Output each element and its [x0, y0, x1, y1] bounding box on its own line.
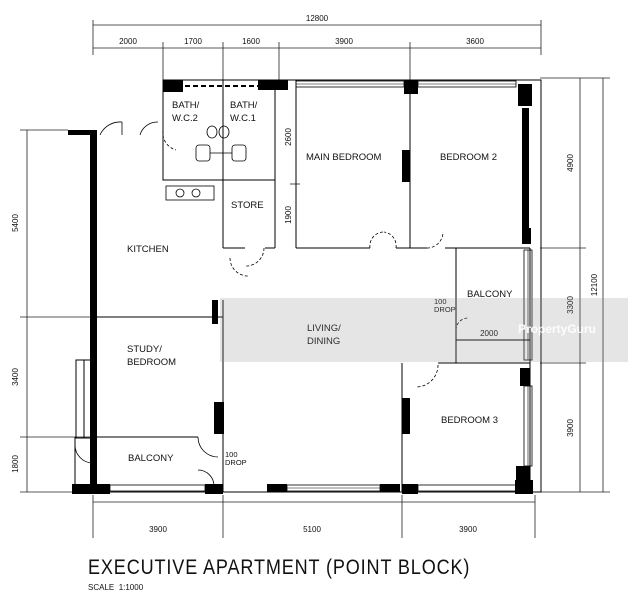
room-balcony-bottom: BALCONY [128, 453, 174, 464]
windows [109, 80, 533, 492]
watermark-band [220, 298, 628, 362]
dim-overall-width: 12800 [306, 14, 329, 23]
dim-top-3: 1600 [242, 37, 260, 46]
drop-bottom-line2: DROP [225, 458, 247, 467]
room-store: STORE [231, 200, 264, 211]
room-bath1-line1: BATH/ [230, 100, 258, 111]
plan-title: EXECUTIVE APARTMENT (POINT BLOCK) [88, 556, 471, 579]
structural-walls [68, 80, 533, 494]
interior-partitions [74, 79, 542, 493]
dim-inner-3: 2000 [480, 329, 498, 338]
dimension-labels: 12800 2000 1700 1600 3900 3600 3900 5100… [11, 14, 599, 534]
dim-top-2: 1700 [184, 37, 202, 46]
dim-inner-2: 1900 [284, 206, 293, 224]
drop-bottom-line1: 100 [225, 450, 238, 459]
room-main-bedroom: MAIN BEDROOM [306, 152, 382, 163]
drop-right-line2: DROP [434, 305, 456, 314]
dim-right-1: 4900 [566, 154, 575, 172]
dim-bottom-3: 3900 [459, 525, 477, 534]
dim-right-3: 3900 [566, 419, 575, 437]
room-bedroom-3: BEDROOM 3 [441, 415, 498, 426]
dim-overall-height: 12100 [590, 273, 599, 296]
doors [74, 121, 469, 487]
room-bath1-line2: W.C.1 [230, 113, 256, 124]
room-labels: BATH/ W.C.2 BATH/ W.C.1 MAIN BEDROOM BED… [127, 100, 513, 467]
room-study-line2: BEDROOM [127, 357, 176, 368]
room-bath2-line2: W.C.2 [172, 113, 198, 124]
room-kitchen: KITCHEN [127, 244, 169, 255]
dim-right-2: 3300 [566, 296, 575, 314]
dim-bottom-1: 3900 [149, 525, 167, 534]
watermark: PropertyGuru [518, 322, 597, 336]
scale-value: 1:1000 [118, 583, 144, 592]
dim-top-4: 3900 [335, 37, 353, 46]
dim-left-3: 1800 [11, 455, 20, 473]
scale-label: SCALE 1:1000 [88, 583, 143, 592]
room-living-line1: LIVING/ [307, 323, 341, 334]
dim-left-1: 5400 [11, 214, 20, 232]
scale-prefix: SCALE [88, 583, 115, 592]
dim-top-5: 3600 [466, 37, 484, 46]
dim-bottom-2: 5100 [303, 525, 321, 534]
room-bath2-line1: BATH/ [172, 100, 200, 111]
room-study-line1: STUDY/ [127, 344, 162, 355]
room-living-line2: DINING [307, 336, 340, 347]
dim-top-1: 2000 [119, 37, 137, 46]
room-bedroom-2: BEDROOM 2 [440, 152, 497, 163]
fixtures [165, 125, 247, 201]
dim-left-2: 3400 [11, 368, 20, 386]
drop-right-line1: 100 [434, 297, 447, 306]
dim-inner-1: 2600 [284, 128, 293, 146]
room-balcony-right: BALCONY [467, 289, 513, 300]
